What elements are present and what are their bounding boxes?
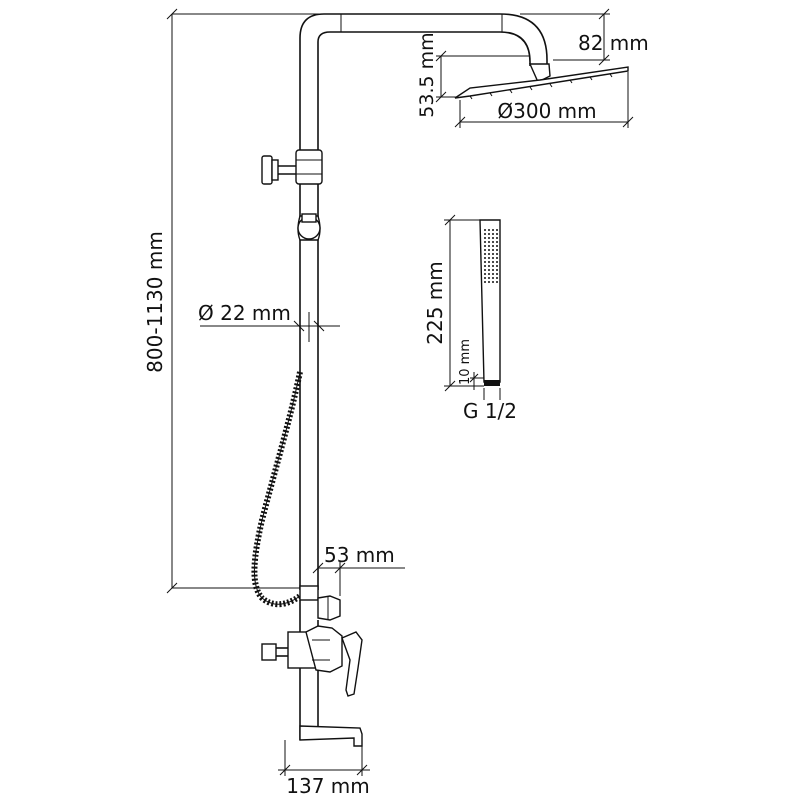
overhead-shower-head (454, 63, 629, 100)
thread-size-dimension: G 1/2 (463, 388, 517, 423)
pipe-diameter-dimension: Ø 22 mm (198, 301, 340, 342)
mixer-valve (261, 625, 343, 673)
base-width-dimension: 137 mm (278, 740, 370, 798)
arm-drop-dimension: 82 mm (520, 8, 649, 66)
spray-nozzles (484, 229, 498, 283)
head-thickness-dimension: 53.5 mm (416, 32, 530, 118)
hand-shower (479, 219, 501, 386)
outlet-offset-label: 53 mm (324, 543, 395, 567)
arm-drop-label: 82 mm (578, 31, 649, 55)
shower-column (299, 13, 548, 590)
thread-length-label: 10 mm (458, 339, 473, 385)
total-height-label: 800-1130 mm (143, 231, 167, 373)
flexible-hose (251, 371, 303, 608)
head-thickness-label: 53.5 mm (416, 32, 438, 117)
wall-bracket (261, 149, 323, 185)
lower-column (299, 585, 341, 740)
mixer-lever (341, 631, 363, 697)
pipe-diameter-label: Ø 22 mm (198, 301, 291, 325)
outlet-offset-dimension: 53 mm (312, 543, 405, 596)
thread-length-dimension: 10 mm (458, 339, 484, 390)
bath-spout (299, 725, 363, 747)
total-height-dimension: 800-1130 mm (143, 8, 340, 594)
hand-shower-length-dimension: 225 mm (423, 214, 484, 392)
hand-shower-length-label: 225 mm (423, 261, 447, 345)
head-diameter-label: Ø300 mm (497, 99, 596, 123)
head-diameter-dimension: Ø300 mm (454, 72, 634, 128)
base-width-label: 137 mm (286, 774, 370, 798)
thread-size-label: G 1/2 (463, 399, 517, 423)
hand-shower-holder (297, 213, 321, 241)
hand-shower-thread (484, 380, 500, 386)
